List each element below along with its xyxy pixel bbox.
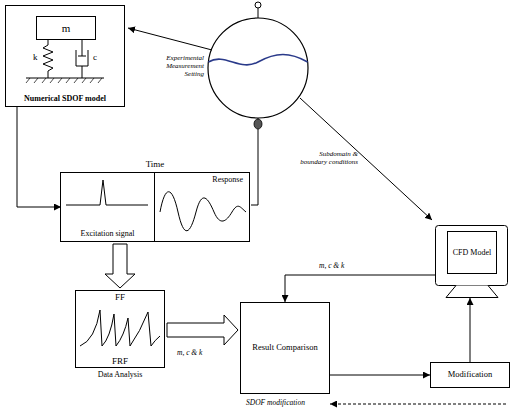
axis-title: Data Analysis	[66, 370, 174, 379]
tank-outline	[208, 18, 308, 118]
time-box: TimeExcitation signalResponse	[60, 172, 250, 242]
block-arrow	[167, 315, 238, 345]
process-box: Modification	[430, 362, 510, 388]
measurement-arrow	[128, 28, 212, 50]
damper-label: c	[93, 52, 97, 62]
signal-caption: Response	[212, 175, 243, 184]
monitor-screen	[448, 232, 497, 274]
mass-box: m	[36, 16, 96, 40]
response-curve	[160, 192, 246, 231]
box-caption: Numerical SDOF model	[6, 94, 124, 103]
tank-stem	[258, 8, 259, 18]
screen-label: CFD Model	[448, 232, 496, 273]
damper-symbol	[76, 40, 88, 78]
sensor-wire	[251, 129, 258, 205]
mass-label: m	[62, 22, 71, 35]
frf-box: FFFRFData Analysis	[75, 290, 165, 368]
dashed-feedback-arrow	[330, 404, 506, 405]
computer-monitor: CFD Model	[435, 225, 508, 298]
monitor-frame	[436, 226, 508, 286]
tank-knob	[255, 2, 261, 8]
signal-panel: Excitation signal	[61, 173, 155, 241]
axis-title: FRF	[76, 356, 164, 366]
edge-label: m, c & k	[176, 349, 203, 358]
spring-symbol	[43, 40, 53, 78]
flow-arrow	[330, 375, 430, 376]
flow-arrow	[285, 275, 435, 302]
frf-curve	[80, 310, 160, 346]
ground-hatch	[26, 78, 102, 83]
flow-arrow	[17, 107, 61, 207]
sensor-symbol	[254, 119, 262, 129]
signal-caption: Excitation signal	[61, 229, 154, 238]
water-surface	[208, 55, 307, 65]
panel-title: Time	[61, 159, 249, 169]
arrow-label: Experimental Measurement Setting	[146, 54, 204, 78]
spring-label: k	[33, 52, 38, 62]
arrow-label: Subdomain & boundary conditions	[296, 150, 358, 166]
process-label: Modification	[448, 370, 492, 380]
model-frame: Numerical SDOF model m	[5, 5, 125, 107]
process-box: Result Comparison	[240, 302, 330, 394]
edge-label: m, c & k	[318, 262, 345, 271]
process-label: Result Comparison	[252, 343, 317, 353]
axis-title: FF	[76, 292, 164, 302]
arrow-label: SDOF modification	[246, 399, 305, 408]
excitation-pulse	[66, 180, 148, 205]
monitor-base	[446, 286, 498, 298]
flow-arrow	[470, 298, 471, 362]
block-arrow	[105, 244, 135, 288]
signal-panel: Response	[155, 173, 249, 241]
